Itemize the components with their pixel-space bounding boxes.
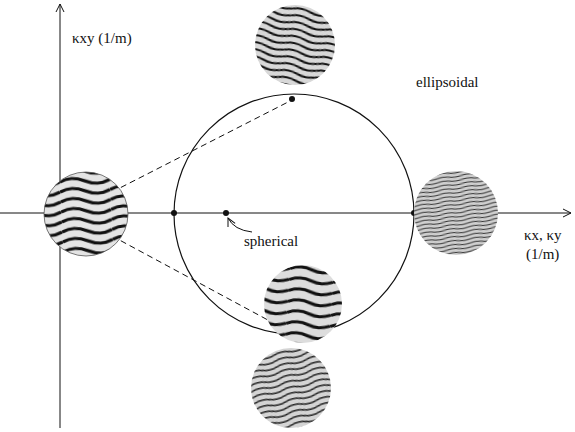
- axis-unit: (1/m): [526, 246, 559, 263]
- region-label: ellipsoidal: [416, 74, 479, 91]
- point-label: spherical: [244, 233, 298, 250]
- axis-label: κxy (1/m): [72, 30, 132, 47]
- axis-label: κx, κy: [524, 227, 562, 244]
